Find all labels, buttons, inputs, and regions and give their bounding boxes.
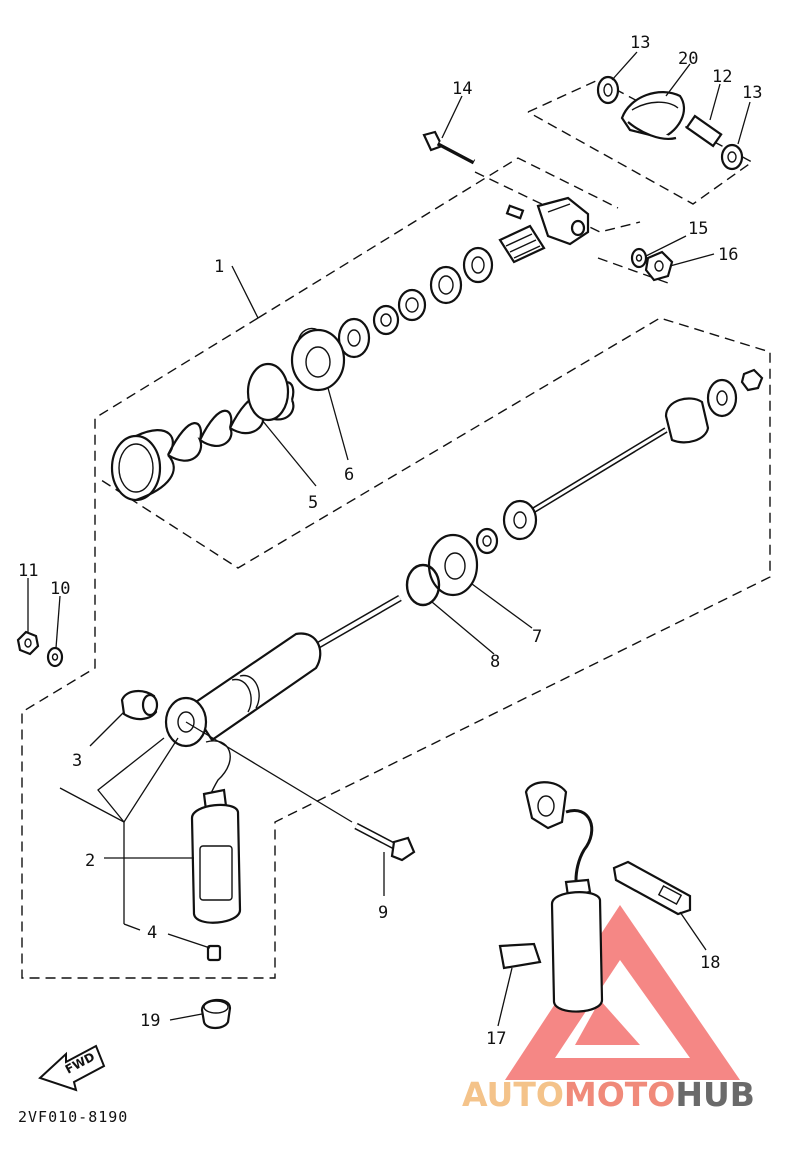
callout-leader-lines <box>27 51 751 1027</box>
watermark-moto: MOTO <box>564 1075 675 1114</box>
part-18-band <box>612 860 692 916</box>
part-3-bushing <box>120 690 159 721</box>
shock-absorber-body <box>164 594 402 801</box>
part-17-pad <box>498 942 542 970</box>
rod-seal-components <box>475 499 538 555</box>
part-11-nut <box>16 630 40 656</box>
drawing-code: 2VF010-8190 <box>18 1108 128 1126</box>
part-5-coil-spring <box>110 362 295 502</box>
forward-arrow-icon: FWD <box>38 1044 106 1092</box>
watermark-triangle-logo <box>505 905 740 1080</box>
callout-11: 11 <box>18 561 38 581</box>
watermark-hub: HUB <box>675 1075 755 1114</box>
part-10-washer <box>46 646 64 668</box>
part-6-spring-seat <box>290 327 346 392</box>
callout-9: 9 <box>378 903 388 923</box>
part-9-bolt <box>354 822 416 862</box>
callout-10: 10 <box>50 579 70 599</box>
callout-19: 19 <box>140 1011 160 1031</box>
callout-12: 12 <box>712 67 732 87</box>
part-19-cap <box>200 998 232 1030</box>
watermark-brand-text: AUTOMOTOHUB <box>462 1075 755 1114</box>
part-7-seal-cap <box>427 533 479 597</box>
callout-1: 1 <box>214 257 224 277</box>
callout-17: 17 <box>486 1029 506 1049</box>
part-4-bleed-screw <box>206 944 222 962</box>
callout-4: 4 <box>147 923 157 943</box>
callout-3: 3 <box>72 751 82 771</box>
part-2-reservoir <box>190 788 242 924</box>
part-12-collar <box>685 114 723 148</box>
callout-15: 15 <box>688 219 708 239</box>
callout-18: 18 <box>700 953 720 973</box>
callout-13-right: 13 <box>742 83 762 103</box>
callout-8: 8 <box>490 652 500 672</box>
callout-2: 2 <box>85 851 95 871</box>
part-8-o-ring <box>405 563 441 607</box>
part-13-washer-top <box>596 75 620 105</box>
callout-7: 7 <box>532 627 542 647</box>
part-16-nut <box>644 250 674 282</box>
part-14-bolt <box>422 130 476 165</box>
part-15-washer <box>630 247 648 269</box>
callout-20: 20 <box>678 49 698 69</box>
callout-6: 6 <box>344 465 354 485</box>
assembly-boundary-lines <box>21 79 771 979</box>
part-20-boot <box>620 91 686 140</box>
callout-numbers: 1 2 3 4 5 6 7 8 9 10 11 12 13 13 14 15 1… <box>18 33 762 1049</box>
part-13-washer-right <box>720 143 744 171</box>
upper-clevis-mount <box>498 196 590 264</box>
bump-stop-rubber <box>664 368 764 444</box>
reservoir-assembly-alt <box>524 781 604 1013</box>
callout-13-top: 13 <box>630 33 650 53</box>
watermark-auto: AUTO <box>462 1075 564 1114</box>
damper-rod <box>532 427 668 513</box>
adjuster-locknuts <box>337 246 494 359</box>
callout-16: 16 <box>718 245 738 265</box>
callout-5: 5 <box>308 493 318 513</box>
callout-14: 14 <box>452 79 472 99</box>
